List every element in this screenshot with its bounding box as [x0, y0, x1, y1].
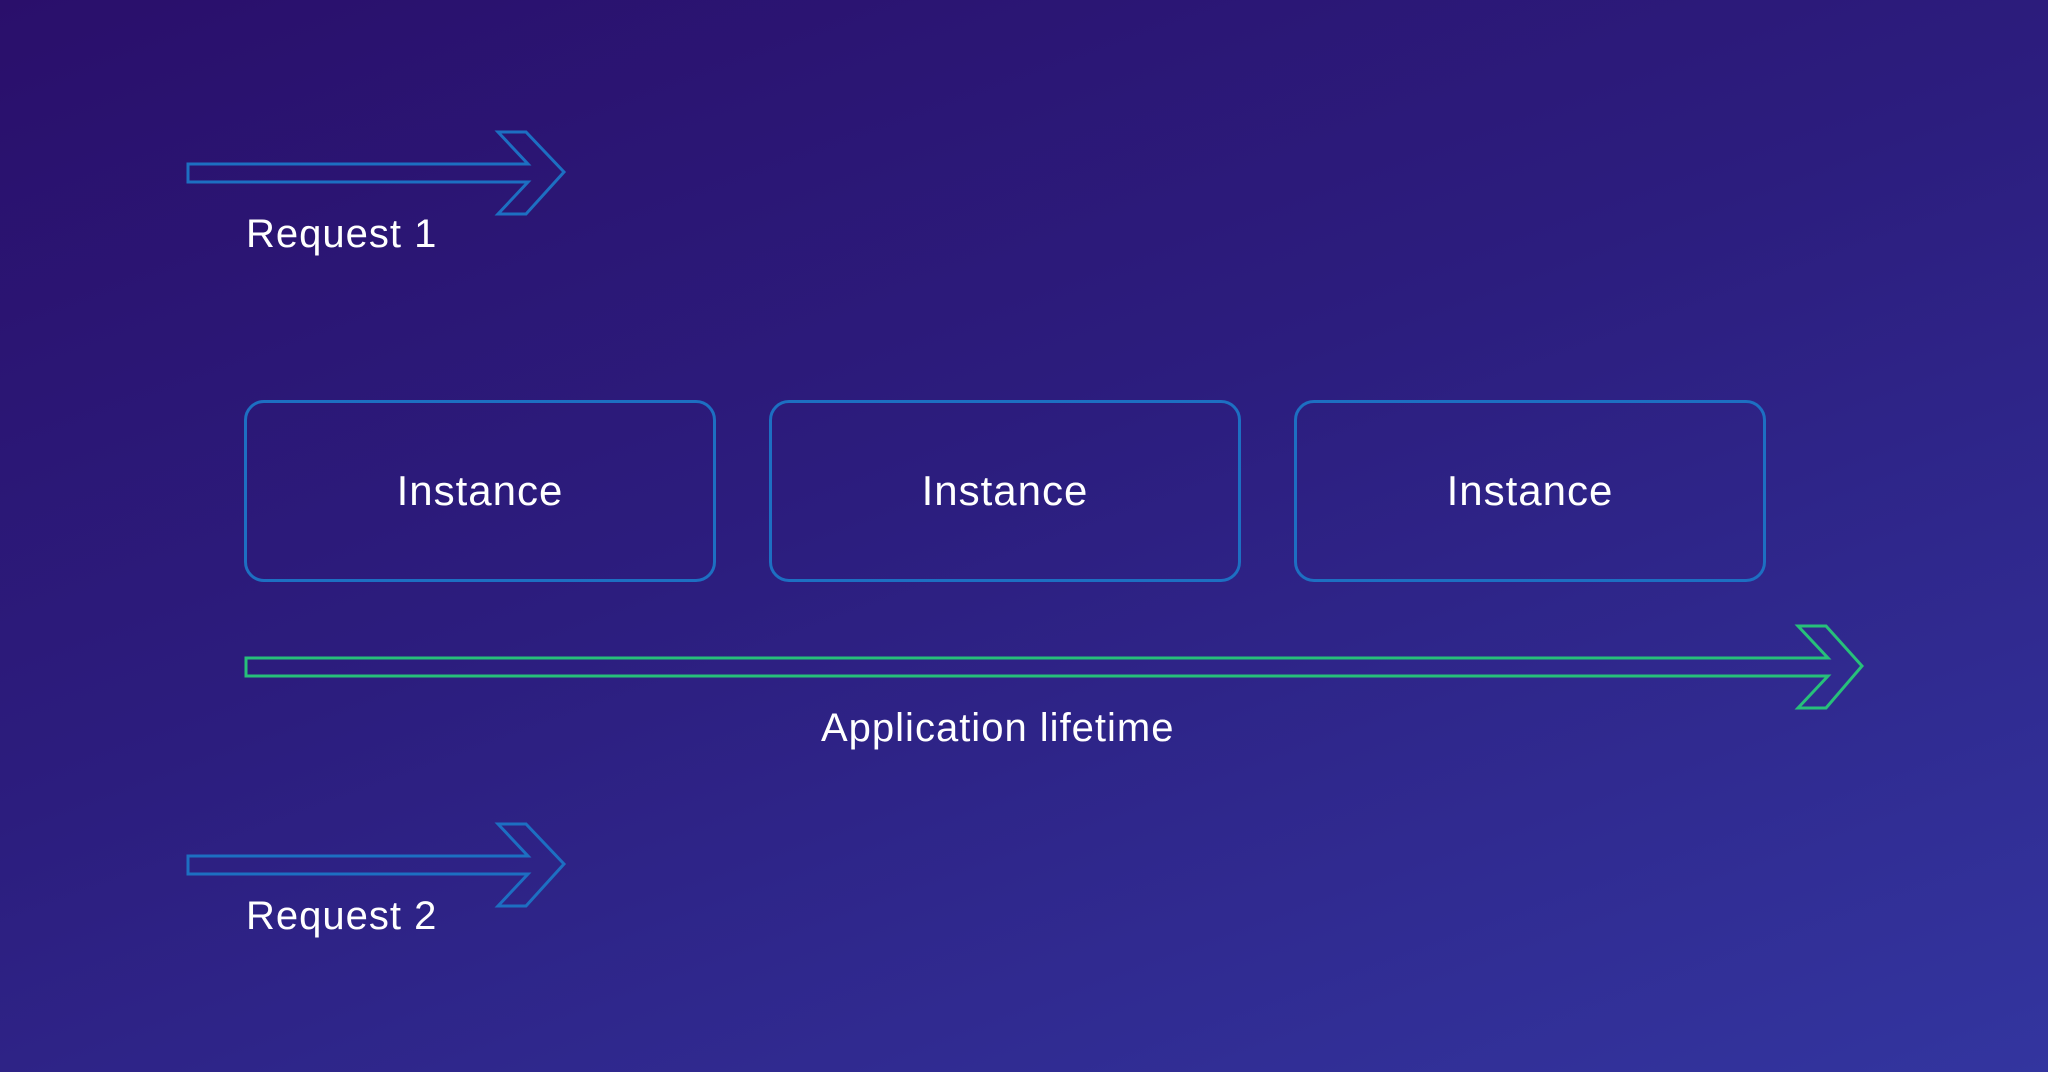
instance-label: Instance — [921, 467, 1089, 514]
request-2-label: Request 2 — [246, 894, 438, 938]
instance-box-1: Instance — [244, 400, 716, 582]
instance-label: Instance — [1446, 467, 1614, 514]
instance-label: Instance — [396, 467, 564, 514]
lifetime-arrow — [244, 624, 1864, 710]
request-2-arrow — [186, 822, 567, 908]
lifetime-label: Application lifetime — [821, 706, 1175, 750]
request-1-arrow — [186, 130, 567, 216]
instance-box-2: Instance — [769, 400, 1241, 582]
instance-box-3: Instance — [1294, 400, 1766, 582]
request-1-label: Request 1 — [246, 212, 438, 256]
